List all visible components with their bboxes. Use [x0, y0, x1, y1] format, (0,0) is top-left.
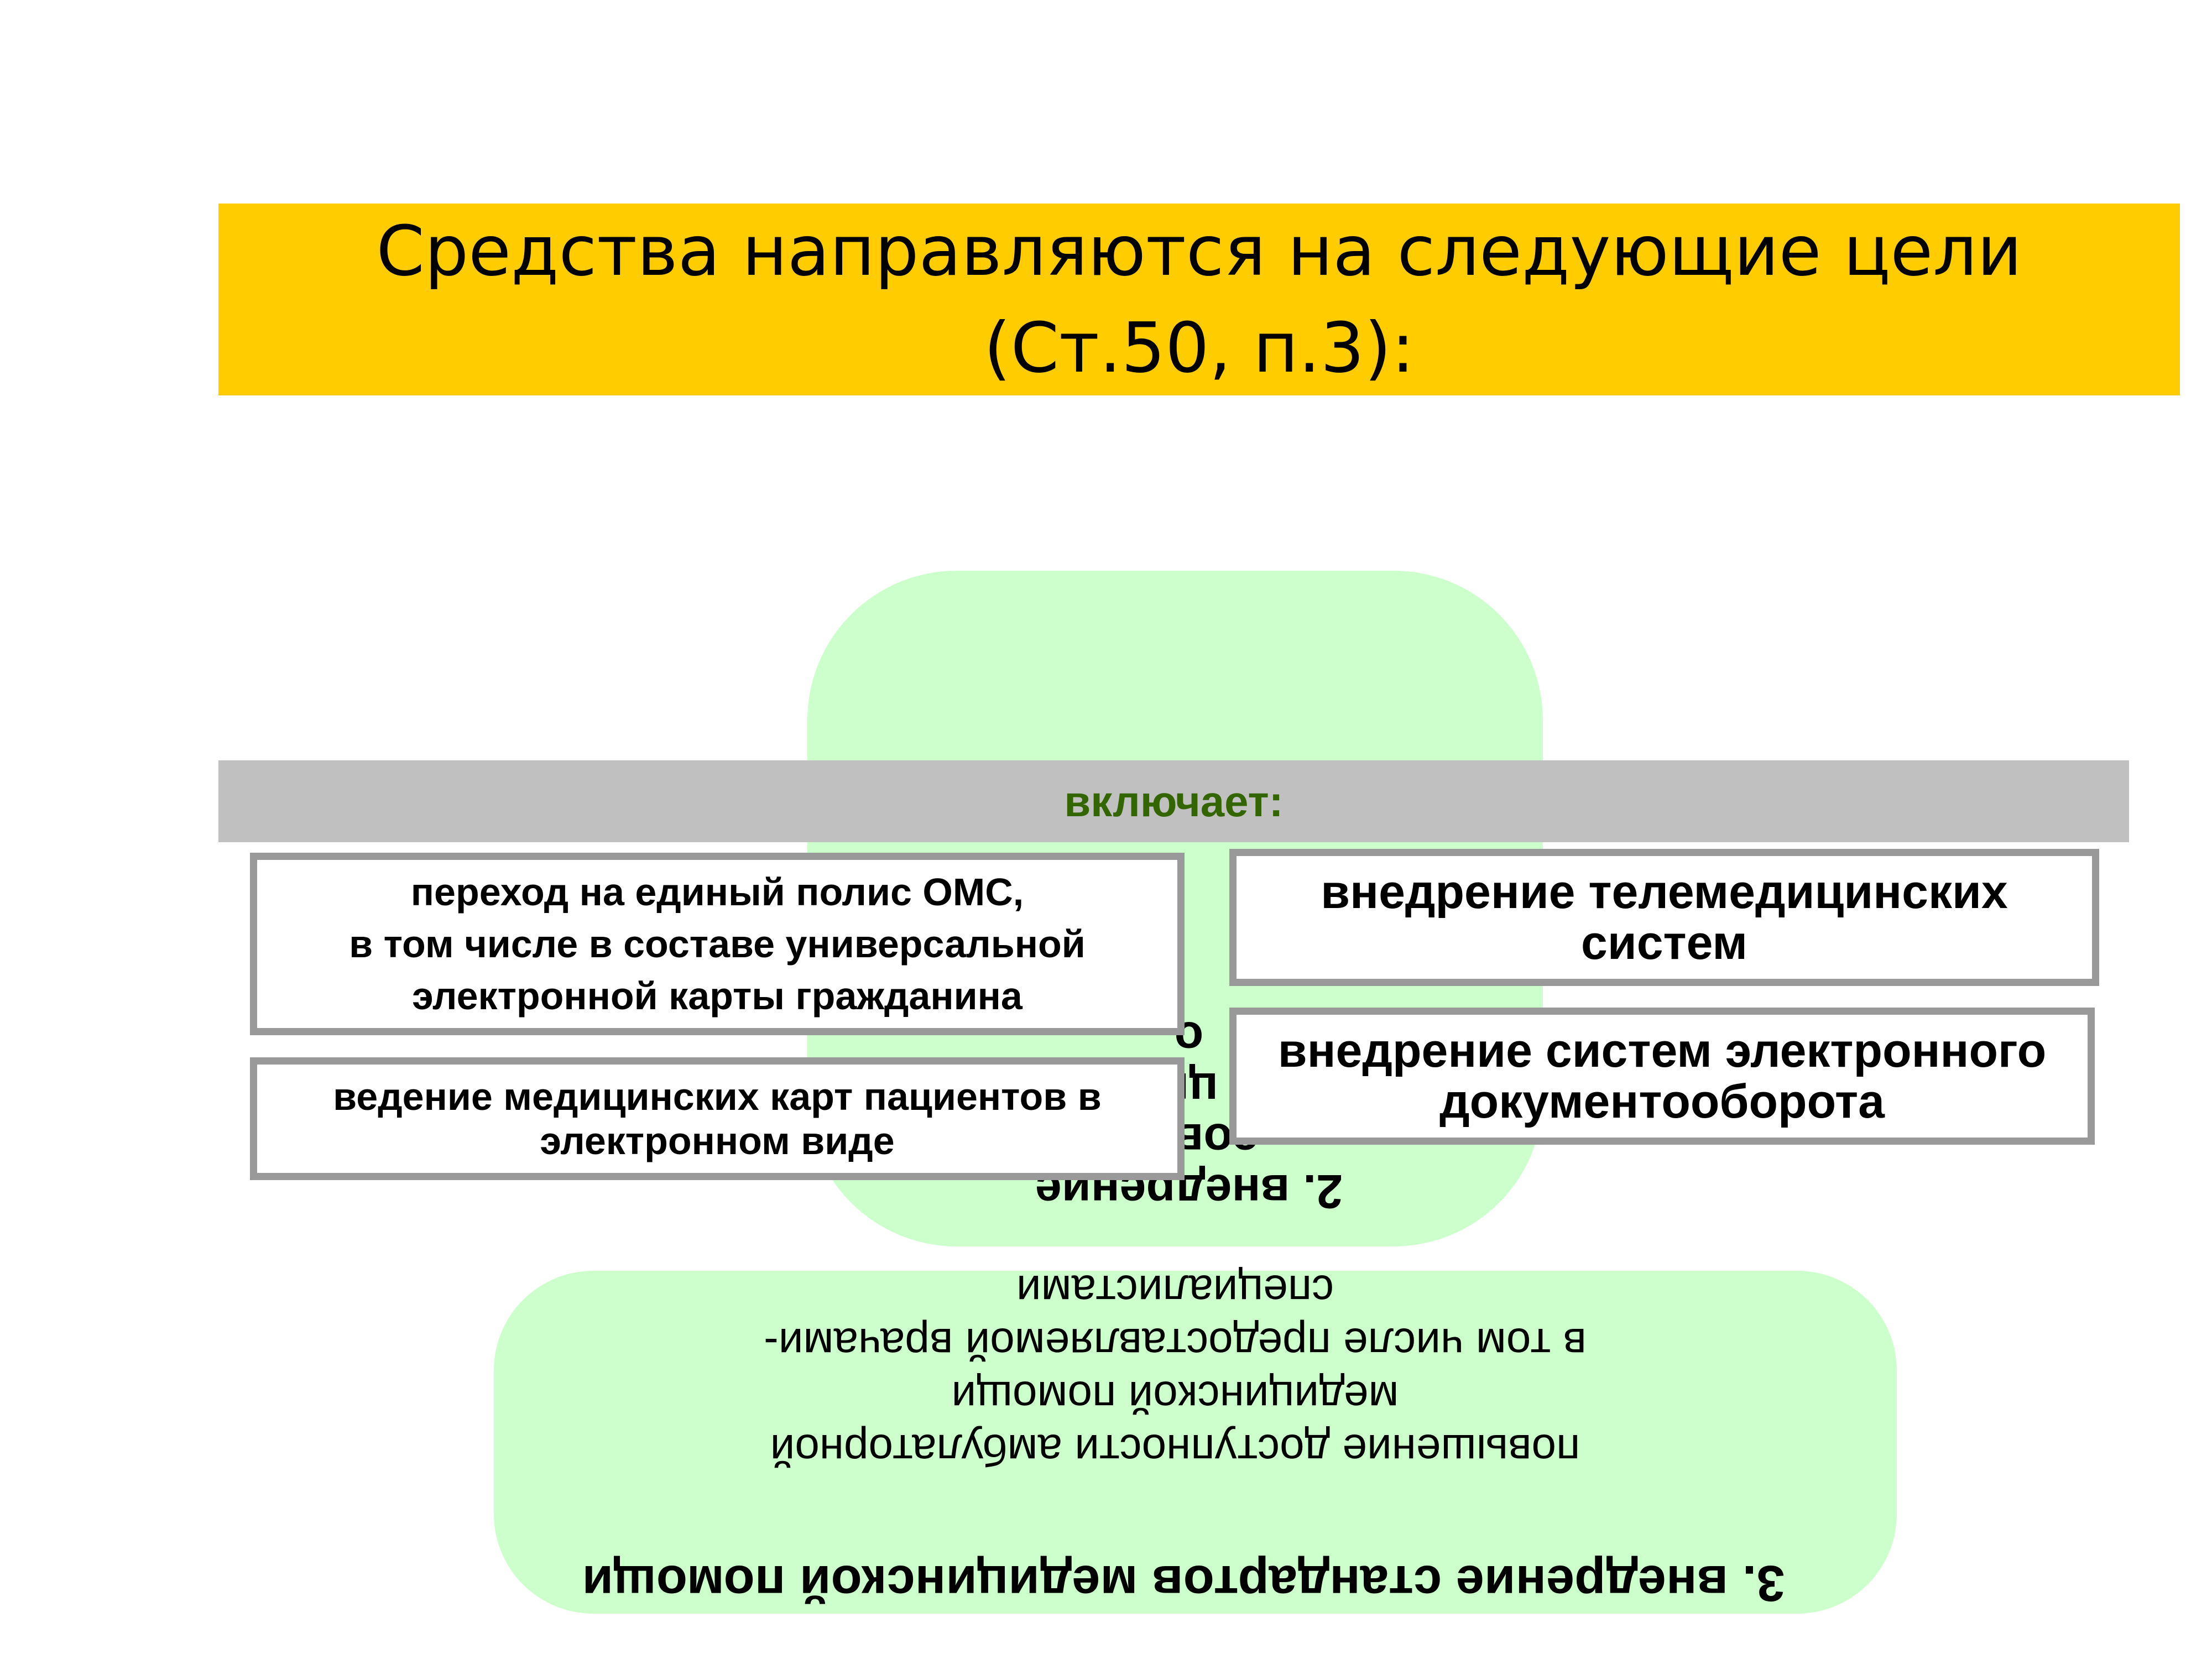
goal-3-body-line: медицинской помощи: [951, 1373, 1399, 1422]
document-flow-line: внедрение систем электронного: [1277, 1024, 2047, 1077]
telemedicine-line: внедрение телемедицинских: [1321, 865, 2008, 919]
document-flow-box: внедрение систем электронного документоо…: [1229, 1008, 2095, 1145]
goal-3-blob: [494, 1271, 1897, 1614]
goal-3-body-line: повышение доступности амбулаторной: [770, 1426, 1580, 1475]
goal-3-body-line: специалистами: [1016, 1266, 1334, 1316]
title-banner: Средства направляются на следующие цели …: [218, 204, 2180, 395]
telemedicine-box: внедрение телемедицинских систем: [1229, 849, 2099, 986]
policy-line: переход на единый полис ОМС,: [410, 870, 1024, 914]
goal-3-body: повышение доступности амбулаторной медиц…: [664, 1261, 1687, 1477]
title-line-1: Средства направляются на следующие цели: [376, 211, 2022, 291]
medical-cards-box: ведение медицинских карт пациентов в эле…: [250, 1057, 1185, 1180]
goal-3-body-line: в том числе предоставляемой врачами-: [764, 1319, 1587, 1369]
includes-bar: включает:: [218, 760, 2129, 842]
telemedicine-line: систем: [1581, 916, 1747, 969]
goal-3-title: 3. внедрение стандартов медицинской помо…: [582, 1555, 1785, 1611]
title-line-2: (Ст.50, п.3):: [984, 307, 1415, 388]
policy-line: электронной карты гражданина: [412, 974, 1022, 1018]
policy-box: переход на единый полис ОМС, в том числе…: [250, 853, 1185, 1035]
document-flow-line: документооборота: [1439, 1075, 1885, 1128]
includes-label: включает:: [1064, 776, 1284, 826]
medical-cards-line: ведение медицинских карт пациентов в: [333, 1075, 1102, 1118]
medical-cards-line: электронном виде: [540, 1119, 895, 1162]
policy-line: в том числе в составе универсальной: [349, 922, 1086, 966]
